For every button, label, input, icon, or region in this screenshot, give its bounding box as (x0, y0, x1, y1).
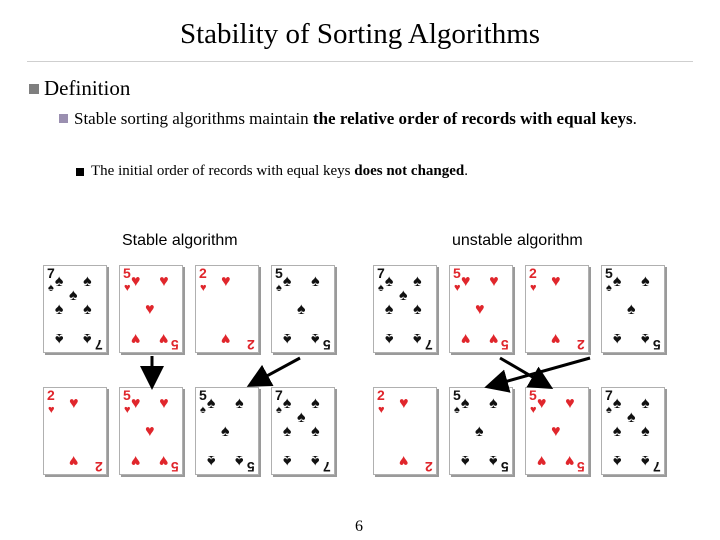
stable-arrow-diagonal (252, 358, 300, 384)
page-number: 6 (355, 518, 363, 536)
